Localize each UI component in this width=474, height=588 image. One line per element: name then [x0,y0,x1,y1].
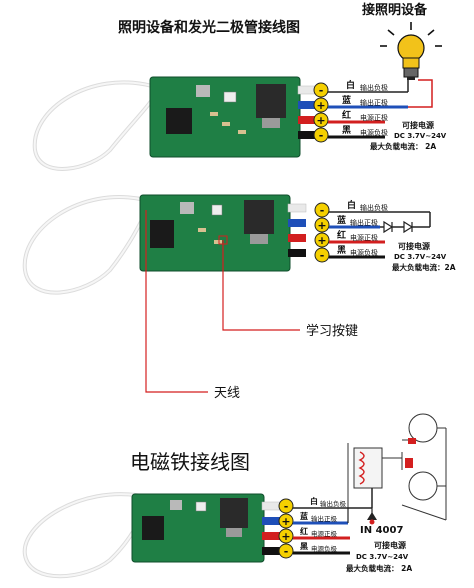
wire-color-label: 白 [347,199,356,211]
wire-blue [288,219,306,227]
electromagnet-icon [347,413,447,521]
power-spec-line: 可接电源 [402,120,434,130]
wire-desc-label: 输出负极 [360,83,388,92]
wire-desc-label: 输出正极 [350,218,378,227]
wire-red [262,532,280,540]
section1-title: 照明设备和发光二极管接线图 [118,19,300,36]
wire-white [297,85,317,95]
antenna-wire [22,492,146,579]
terminal-sign: - [319,129,324,142]
power-spec-line: 最大负载电流： 2A [370,141,436,151]
power-spec-line: DC 3.7V~24V [394,132,447,140]
receiver-board [131,493,265,563]
antenna-wire [22,195,150,295]
section-lighting: 照明设备和发光二极管接线图 接照明设备 [32,2,447,171]
wire-black [288,249,306,257]
bulb-label: 接照明设备 [362,2,428,18]
wire-color-label: 红 [337,229,346,241]
wire-red [288,234,306,242]
wire-color-label: 蓝 [300,511,308,521]
section-electromagnet: 电磁铁接线图 [22,413,447,579]
wire-desc-label: 输出正极 [311,514,338,523]
wire-blue [262,517,280,525]
wire-color-label: 蓝 [342,94,351,106]
antenna-callout [145,210,208,393]
wire-color-label: 黑 [300,541,308,551]
light-bulb-icon [380,22,442,80]
wire-black [298,131,316,139]
led-diode-icon [383,220,414,234]
wire-color-label: 白 [346,79,355,91]
receiver-board [139,194,291,272]
wire-color-label: 黑 [337,245,346,256]
wire-desc-label: 输出负极 [360,203,388,212]
terminal-sign: + [317,234,326,247]
wire-color-label: 白 [310,496,318,506]
receiver-board [149,76,301,158]
wire-desc-label: 输出正极 [360,98,388,107]
terminal-sign: - [319,84,324,97]
terminal-sign: + [281,515,290,528]
learn-key-label: 学习按键 [306,323,358,339]
terminal-sign: + [316,99,325,112]
wire-desc-label: 电源负极 [311,544,338,553]
wire-white [287,203,307,213]
wire-desc-label: 输出负极 [320,499,347,508]
power-spec-line: 最大负载电流： 2A [346,563,412,573]
diode-label: IN 4007 [360,525,403,536]
wire-desc-label: 电源正极 [350,233,378,242]
terminal-sign: - [320,249,325,262]
learn-key-callout [222,240,300,331]
wire-desc-label: 电源正极 [360,113,388,122]
diode-icon [367,508,377,525]
power-spec-line: DC 3.7V~24V [394,253,447,261]
power-spec-line: 可接电源 [374,540,406,550]
wire-desc-label: 电源负极 [360,128,388,137]
power-spec-line: 最大负载电流：2A [392,262,456,272]
wire-color-label: 红 [342,109,351,121]
power-spec-line: 可接电源 [398,241,430,251]
terminals: - + + - [313,82,329,143]
terminal-sign: - [320,204,325,217]
wire-black [262,547,280,555]
terminal-sign: - [284,500,289,513]
section-led: - + + - 白 输出负极 蓝 输出正极 红 电源正极 黑 电源负极 可接电源… [22,194,456,401]
power-spec-line: DC 3.7V~24V [356,553,409,561]
terminal-sign: + [317,219,326,232]
terminal-sign: + [281,530,290,543]
antenna-label: 天线 [214,386,240,401]
wire-desc-label: 电源正极 [311,529,338,538]
terminals: - + + - [278,498,294,559]
terminals: - + + - [314,202,330,263]
wire-desc-label: 电源负极 [350,248,378,257]
wire-color-label: 黑 [342,125,351,136]
wire-white [261,501,281,511]
wire-blue [298,101,316,109]
wire-red [298,116,316,124]
terminal-sign: + [316,114,325,127]
antenna-wire [32,80,157,171]
wire-color-label: 红 [300,526,308,536]
terminal-sign: - [284,545,289,558]
section3-title: 电磁铁接线图 [130,450,250,474]
wire-color-label: 蓝 [337,214,346,226]
